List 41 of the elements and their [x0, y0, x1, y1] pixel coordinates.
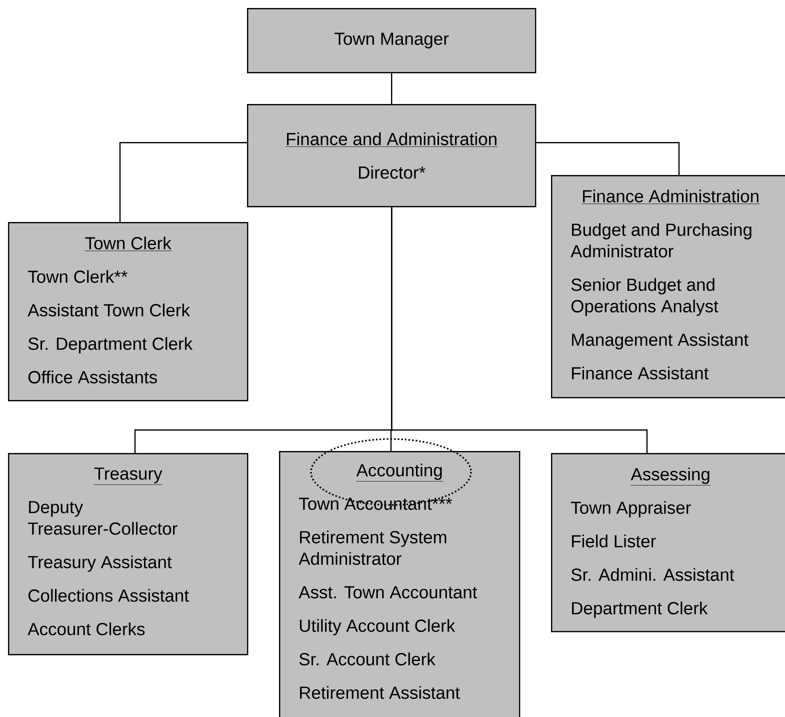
position-title: Director* [359, 166, 426, 179]
position-title: Town Appraiser [571, 501, 691, 518]
connector-line [119, 142, 247, 222]
org-box [551, 175, 785, 398]
connector-line [391, 73, 392, 104]
section-heading: Town Clerk [84, 236, 172, 252]
position-title: Collections Assistant [28, 588, 189, 602]
connector-line [536, 142, 680, 175]
position-title: Management Assistant [572, 333, 748, 350]
section-heading: Finance Administration [581, 190, 760, 204]
connector-line [391, 207, 648, 453]
org-box [8, 453, 248, 656]
position-title: Account Clerks [28, 622, 145, 636]
section-heading: Assessing [630, 468, 711, 486]
org-box [247, 104, 536, 208]
position-title: Senior Budget and Operations Analyst [571, 278, 718, 316]
section-heading: Accounting [356, 464, 444, 482]
position-title: Field Lister [572, 534, 656, 548]
org-box [8, 222, 248, 402]
position-title: Assistant Town Clerk [28, 304, 190, 316]
org-box [551, 453, 785, 632]
position-title: Town Accountant*** [299, 498, 452, 510]
section-heading: Finance and Administration [285, 132, 498, 147]
position-title: Asst. Town Accountant [298, 586, 478, 598]
org-box [279, 451, 520, 717]
org-box [247, 8, 536, 74]
position-title: Utility Account Clerk [300, 619, 456, 636]
position-title: Sr. Department Clerk [28, 337, 193, 354]
position-title: Office Assistants [28, 370, 157, 384]
position-title: Budget and Purchasing Administrator [570, 223, 752, 258]
position-title: Retirement System Administrator [298, 530, 446, 565]
box-title: Town Manager [334, 32, 449, 48]
position-title: Sr. Account Clerk [299, 652, 436, 666]
position-title: Deputy Treasurer-Collector [28, 501, 178, 535]
position-title: Treasury Assistant [28, 555, 172, 572]
position-title: Retirement Assistant [300, 686, 460, 699]
position-title: Town Clerk** [28, 270, 128, 283]
section-heading: Treasury [94, 468, 162, 485]
position-title: Sr. Admini. Assistant [571, 568, 734, 581]
position-title: Finance Assistant [572, 366, 709, 380]
position-title: Department Clerk [572, 602, 708, 618]
